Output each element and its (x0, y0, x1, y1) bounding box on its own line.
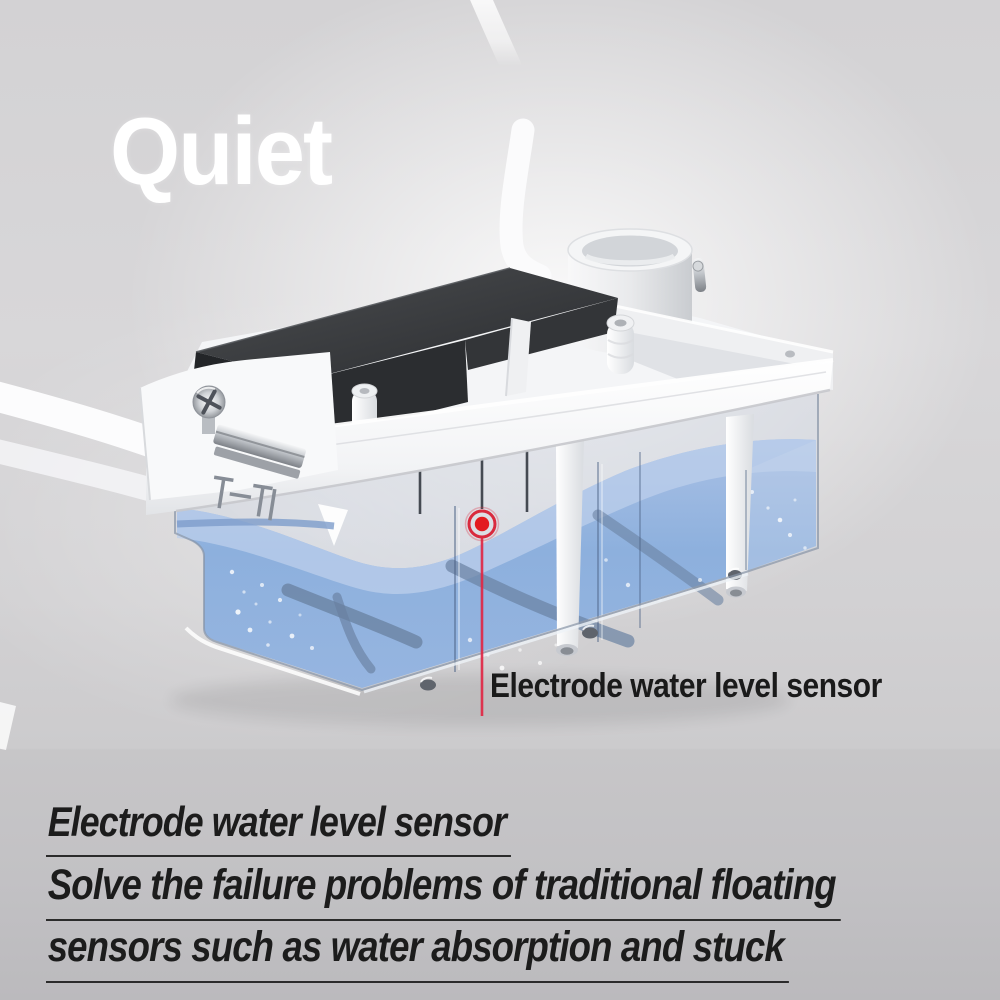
sensor-marker-dot (474, 516, 490, 532)
caption-line-2: Solve the failure problems of traditiona… (46, 861, 841, 921)
sensor-marker (464, 506, 500, 716)
sensor-marker-ring (467, 509, 497, 539)
tank-shadow (170, 674, 790, 726)
metal-clip (213, 424, 306, 479)
caption-line-1: Electrode water level sensor (46, 798, 512, 857)
caption-line-2-text: Solve the failure problems of traditiona… (46, 861, 841, 921)
caption-line-3: sensors such as water absorption and stu… (46, 923, 789, 983)
support-legs (556, 414, 754, 656)
pipe-clamp-pin (692, 258, 707, 293)
water-bubbles (229, 490, 807, 671)
callout-label: Electrode water level sensor (490, 667, 882, 705)
tray-divider-wall (505, 317, 531, 397)
max-water-level-mark (213, 475, 277, 521)
water (176, 439, 816, 688)
mounting-screw (192, 385, 226, 419)
headline: Quiet (110, 98, 333, 205)
tank-rib-lines (454, 452, 641, 672)
tank-edges (174, 394, 819, 696)
caption-line-3-text: sensors such as water absorption and stu… (46, 923, 789, 983)
inlet-nub (606, 314, 635, 374)
caption-line-1-text: Electrode water level sensor (46, 798, 512, 857)
